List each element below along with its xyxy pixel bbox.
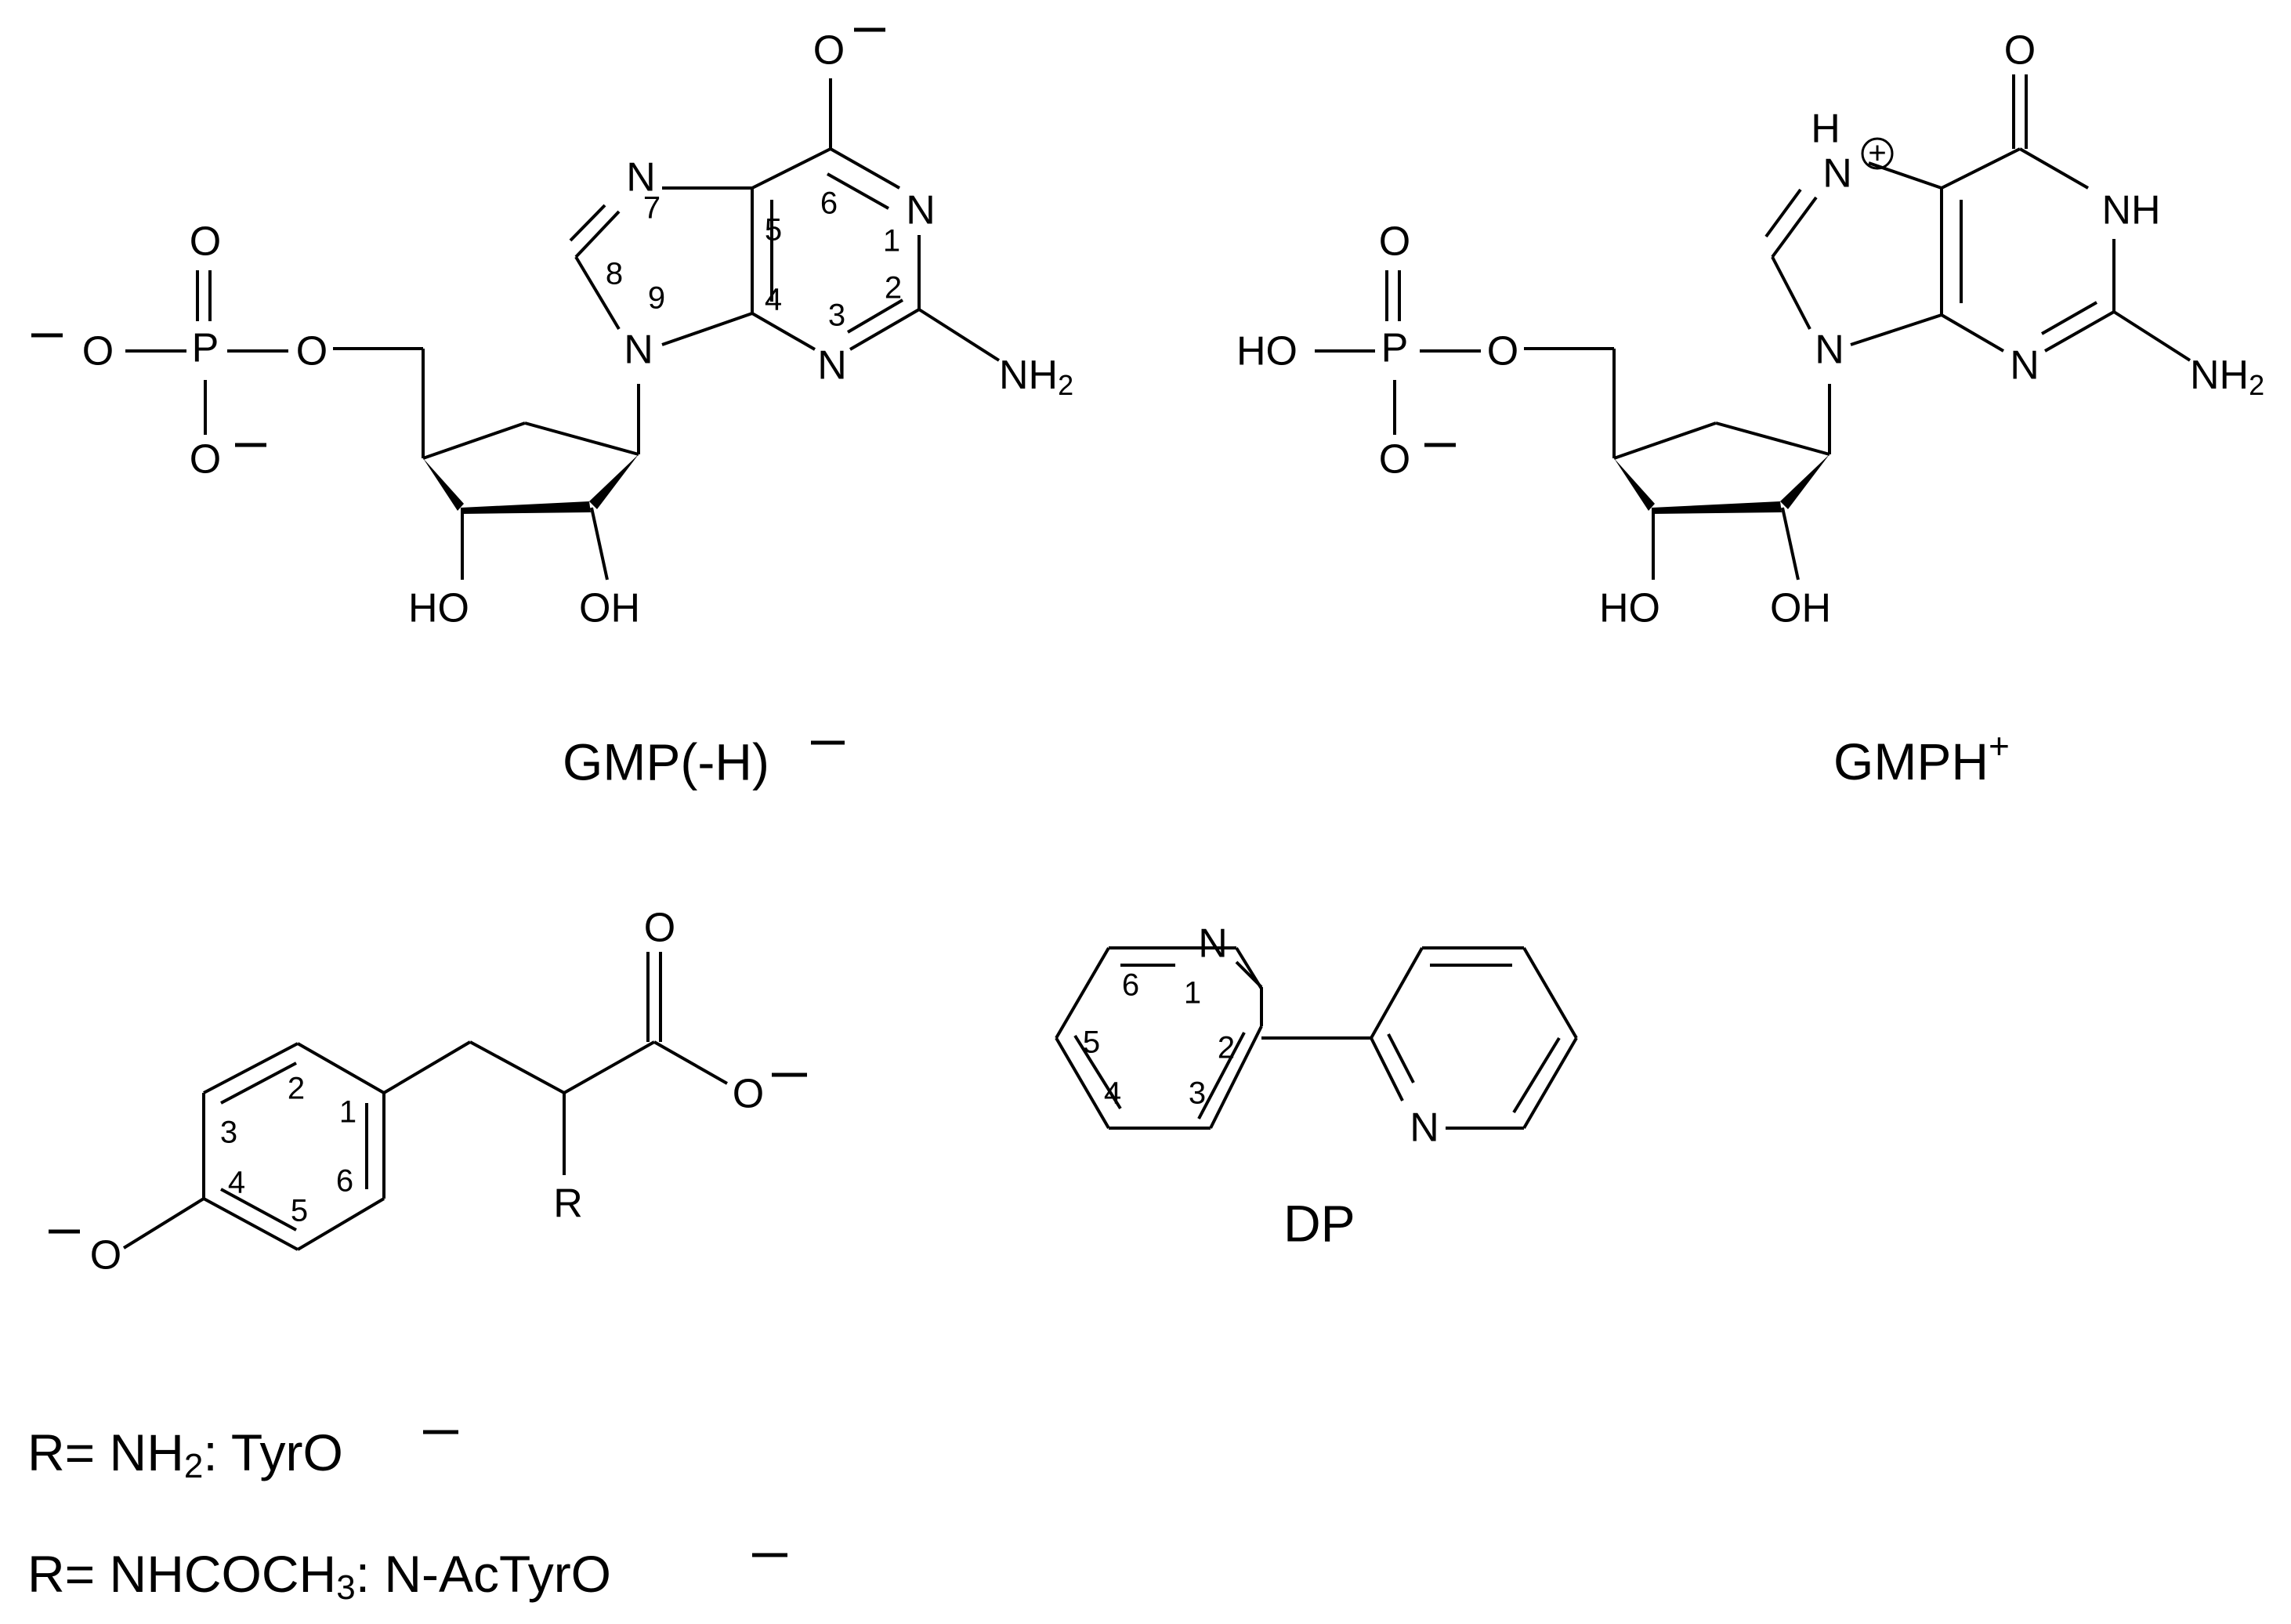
atom-label: N — [906, 188, 936, 233]
atom-label: N — [626, 155, 656, 201]
atom-label: O — [733, 1072, 764, 1117]
position-number: 5 — [291, 1194, 308, 1228]
positive-charge-icon — [1861, 137, 1894, 170]
amino-label: NH2 — [999, 353, 1073, 401]
position-number: 1 — [883, 224, 900, 259]
gmp-anion-labels: O N N N N NH2 P O O O O HO OH 1 2 3 4 5 … — [31, 27, 1073, 790]
position-number: 9 — [648, 281, 665, 316]
atom-label: O — [813, 28, 845, 74]
atom-label: R — [553, 1181, 583, 1227]
position-number: 7 — [643, 191, 661, 226]
atom-label: N — [1822, 151, 1852, 197]
atom-label: O — [1487, 329, 1518, 374]
positive-charge-sign: + — [1868, 136, 1886, 171]
atom-label: P — [192, 326, 219, 371]
position-number: 2 — [1218, 1031, 1235, 1065]
amino-label: NH2 — [2190, 353, 2264, 401]
gmp-anion-structure — [125, 78, 1001, 581]
legend-line-tyro: R= NH2: TyrO — [27, 1423, 343, 1485]
atom-label: O — [82, 329, 114, 374]
atom-label: N — [2010, 343, 2039, 389]
atom-label: OH — [1770, 586, 1831, 631]
position-number: 3 — [828, 298, 845, 333]
position-number: 3 — [220, 1116, 237, 1150]
molecule-name: GMPH+ — [1833, 725, 2010, 790]
atom-label: O — [644, 906, 675, 951]
molecule-name: DP — [1283, 1194, 1355, 1252]
position-number: 4 — [1104, 1076, 1121, 1111]
position-number: 8 — [606, 257, 623, 291]
atom-label: H — [1811, 107, 1840, 152]
atom-label: N — [817, 343, 847, 389]
dp-labels: N N 1 2 3 4 5 6 DP — [1083, 921, 1439, 1253]
atom-label: N — [1198, 921, 1228, 967]
position-number: 1 — [339, 1095, 356, 1130]
position-number: 4 — [228, 1166, 245, 1200]
gmph-cation-structure — [1315, 74, 2191, 581]
atom-label: O — [190, 437, 221, 483]
position-number: 5 — [1083, 1025, 1100, 1060]
atom-label: O — [1379, 437, 1410, 483]
atom-label: NH — [2101, 188, 2160, 233]
atom-label: O — [1379, 219, 1410, 265]
atom-label: O — [296, 329, 328, 374]
molecule-name: GMP(-H) — [563, 732, 769, 790]
atom-label: HO — [408, 586, 469, 631]
dp-structure — [1055, 946, 1578, 1130]
position-number: 6 — [336, 1164, 353, 1199]
position-number: 2 — [288, 1072, 305, 1106]
position-number: 5 — [765, 213, 782, 248]
tyrosinate-labels: O O R O 1 2 3 4 5 6 — [49, 906, 807, 1279]
atom-label: HO — [1236, 329, 1298, 374]
atom-label: N — [1410, 1105, 1439, 1151]
atom-label: N — [1815, 327, 1844, 373]
atom-label: O — [190, 219, 221, 265]
atom-label: O — [2004, 28, 2036, 74]
tyrosinate-structure — [122, 952, 728, 1251]
atom-label: OH — [579, 586, 640, 631]
atom-label: P — [1381, 326, 1409, 371]
position-number: 2 — [885, 271, 902, 306]
atom-label: O — [90, 1233, 121, 1279]
legend: R= NH2: TyrO R= NHCOCH3: N-AcTyrO — [27, 1423, 787, 1607]
position-number: 6 — [820, 186, 838, 221]
position-number: 6 — [1122, 968, 1139, 1003]
position-number: 1 — [1184, 976, 1201, 1011]
position-number: 3 — [1189, 1076, 1206, 1111]
atom-label: N — [624, 327, 653, 373]
legend-line-nactyro: R= NHCOCH3: N-AcTyrO — [27, 1545, 611, 1606]
gmph-cation-labels: O H N + NH N N NH2 P O HO O O HO OH GMPH… — [1236, 28, 2264, 791]
position-number: 4 — [765, 283, 782, 317]
atom-label: HO — [1599, 586, 1660, 631]
